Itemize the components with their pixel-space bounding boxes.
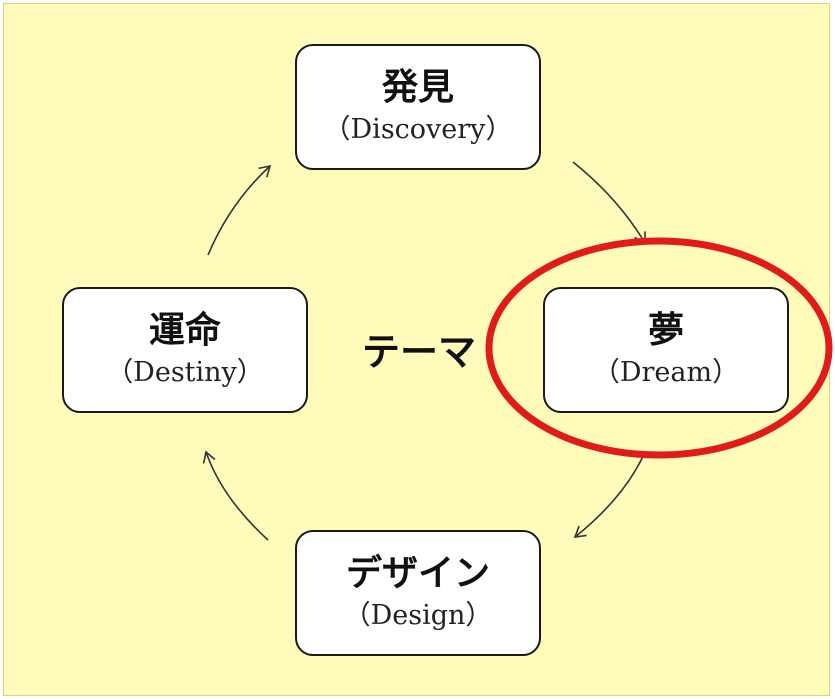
node-design-subtitle: （Design） (343, 599, 493, 631)
node-design: デザイン （Design） (295, 530, 541, 656)
node-discovery-subtitle: （Discovery） (323, 113, 513, 145)
node-discovery-title: 発見 (381, 67, 454, 109)
node-destiny: 運命 （Destiny） (62, 287, 308, 413)
node-discovery: 発見 （Discovery） (295, 44, 541, 170)
center-theme-label: テーマ (362, 330, 477, 374)
node-dream: 夢 （Dream） (543, 287, 789, 413)
node-design-title: デザイン (345, 553, 490, 595)
node-destiny-title: 運命 (148, 310, 221, 352)
node-dream-subtitle: （Dream） (592, 356, 740, 388)
node-dream-title: 夢 (647, 310, 684, 352)
node-destiny-subtitle: （Destiny） (106, 356, 264, 388)
